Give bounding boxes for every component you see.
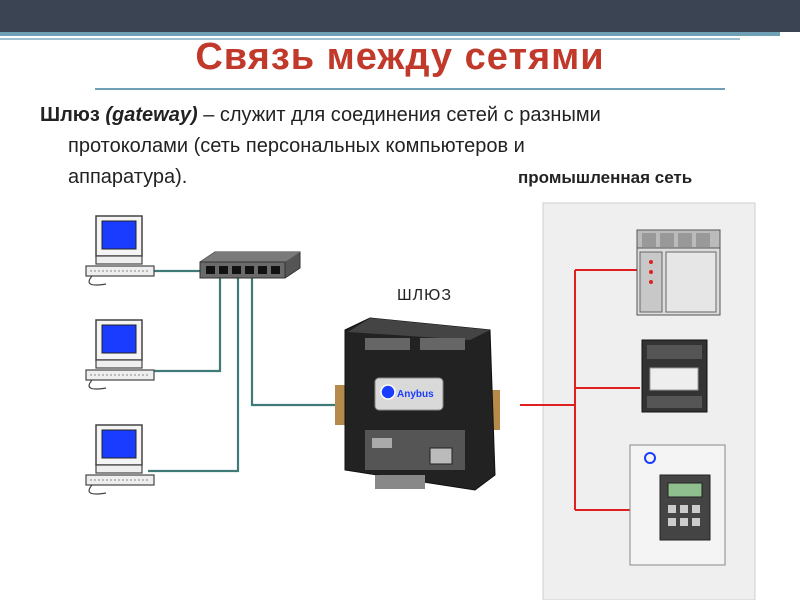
gateway-brand: Anybus <box>397 389 434 400</box>
industrial-network-label: промышленная сеть <box>518 168 693 187</box>
computer-icon <box>85 424 155 495</box>
relay-module-icon <box>641 339 708 413</box>
header-accent-line <box>0 32 780 36</box>
network-switch-icon <box>199 251 301 279</box>
body-line-1: – служит для соединения сетей с разными <box>197 104 601 126</box>
gateway-device-icon: Anybus <box>335 317 500 491</box>
title-underline <box>95 88 725 90</box>
body-line-3: аппаратура). <box>68 166 188 188</box>
header-bar <box>0 0 800 32</box>
computer-icon <box>85 215 155 286</box>
gateway-term-en: (gateway) <box>105 104 198 126</box>
plc-rack-icon <box>636 229 721 316</box>
computer-icon <box>85 319 155 390</box>
industrial-wires <box>520 269 640 511</box>
controller-cabinet-icon <box>629 444 726 566</box>
gateway-label: ШЛЮЗ <box>397 287 452 304</box>
slide-body-text: Шлюз (gateway) – служит для соединения с… <box>40 100 770 193</box>
slide-title: Связь между сетями <box>195 36 605 78</box>
pc-wires <box>148 269 337 473</box>
gateway-term: Шлюз <box>40 104 100 126</box>
header-accent-line-thin <box>0 38 740 40</box>
body-line-2: протоколами (сеть персональных компьютер… <box>68 135 525 157</box>
